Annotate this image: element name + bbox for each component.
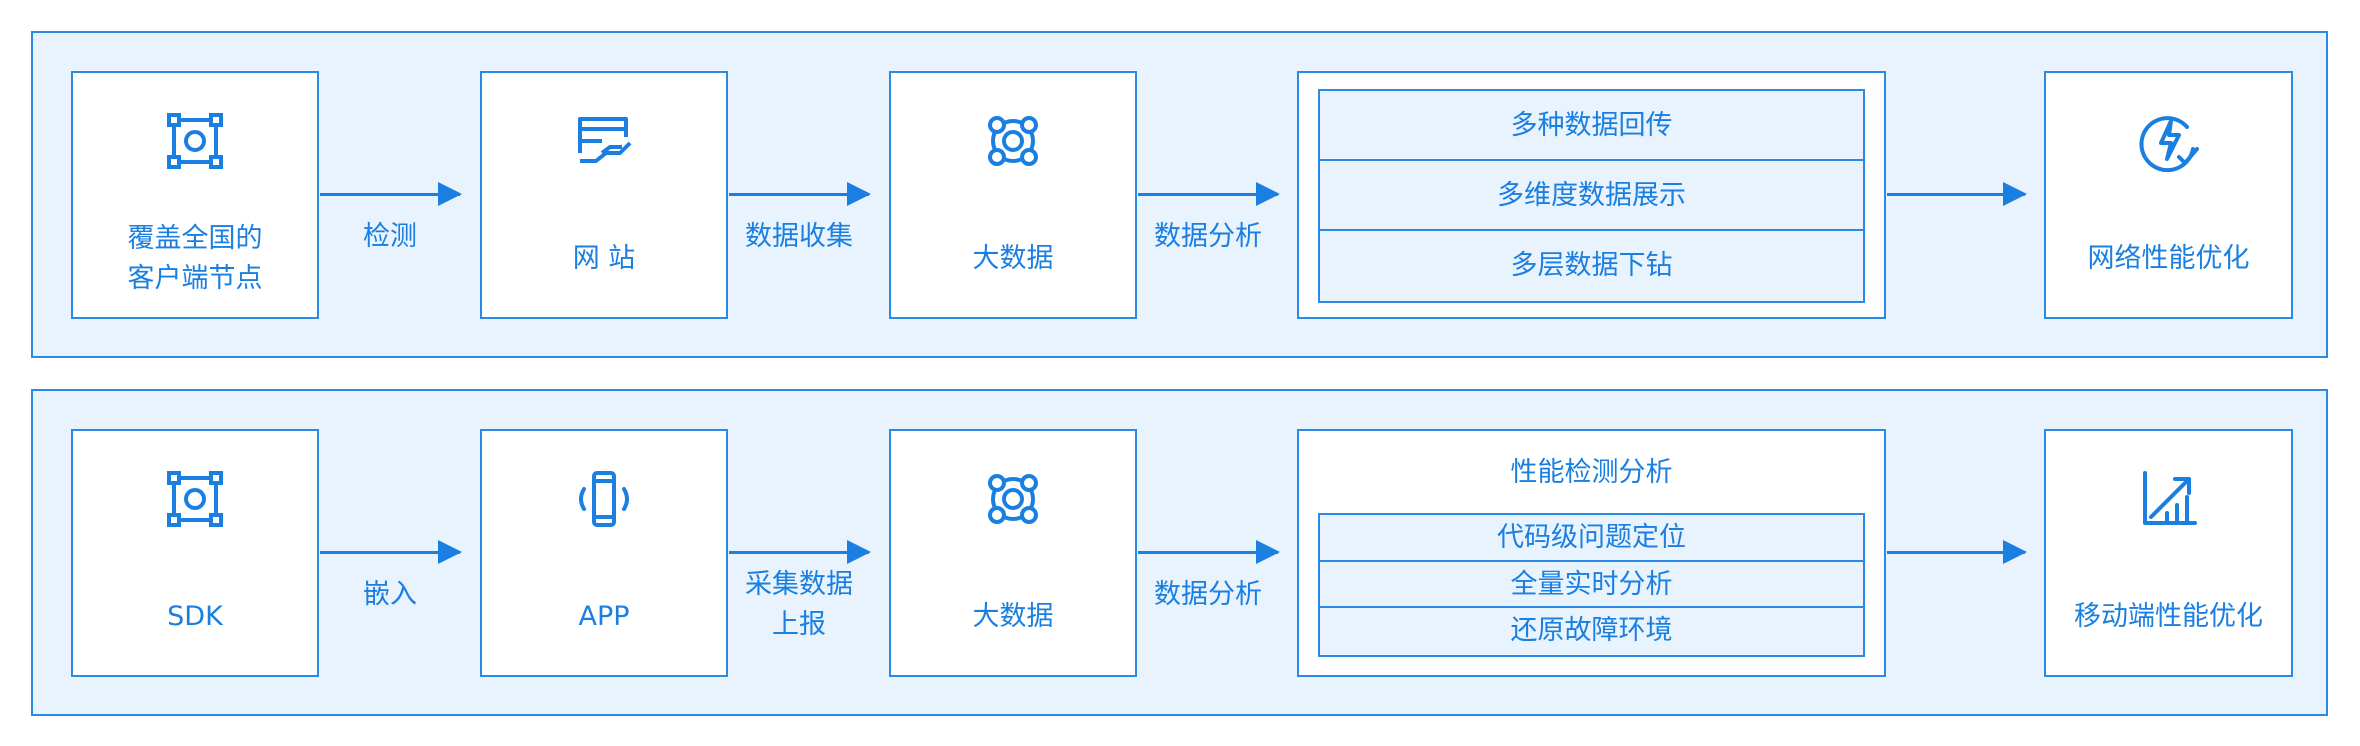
flow-arrow bbox=[1138, 540, 1280, 564]
box-label: APP bbox=[578, 601, 630, 632]
feature-item: 多维度数据展示 bbox=[1320, 161, 1863, 231]
feature-item: 全量实时分析 bbox=[1320, 562, 1863, 609]
feature-list: 多种数据回传 多维度数据展示 多层数据下钻 bbox=[1318, 89, 1865, 303]
node-frame-icon bbox=[163, 109, 227, 173]
big-data-ring-icon bbox=[981, 109, 1045, 173]
feature-item: 代码级问题定位 bbox=[1320, 515, 1863, 562]
arrow-label: 嵌入 bbox=[363, 579, 417, 610]
box-label: 网络性能优化 bbox=[2087, 243, 2250, 274]
box-label: 网 站 bbox=[572, 243, 636, 274]
arrow-label: 数据分析 bbox=[1154, 579, 1262, 610]
feature-item: 还原故障环境 bbox=[1510, 615, 1673, 647]
client-nodes-box: 覆盖全国的 客户端节点 bbox=[71, 71, 319, 319]
mobile-phone-icon bbox=[572, 467, 636, 531]
feature-item: 多层数据下钻 bbox=[1510, 250, 1673, 281]
feature-list: 代码级问题定位 全量实时分析 还原故障环境 bbox=[1318, 513, 1865, 657]
flow-arrow bbox=[320, 540, 462, 564]
flow-arrow bbox=[729, 540, 871, 564]
flow-arrow bbox=[1887, 182, 2027, 206]
arrow-label: 检测 bbox=[363, 221, 417, 252]
analysis-features-box: 多种数据回传 多维度数据展示 多层数据下钻 bbox=[1297, 71, 1886, 319]
app-box: APP bbox=[480, 429, 728, 677]
box-label: 大数据 bbox=[972, 601, 1054, 632]
box-label: 覆盖全国的 客户端节点 bbox=[127, 223, 263, 294]
box-label: SDK bbox=[167, 601, 223, 632]
node-frame-icon bbox=[163, 467, 227, 531]
arrow-label: 数据收集 bbox=[745, 221, 853, 252]
network-optimization-box: 网络性能优化 bbox=[2044, 71, 2293, 319]
lightning-check-icon bbox=[2137, 109, 2201, 173]
big-data-box: 大数据 bbox=[889, 429, 1137, 677]
flow-arrow bbox=[1887, 540, 2027, 564]
mobile-optimization-box: 移动端性能优化 bbox=[2044, 429, 2293, 677]
box-label: 移动端性能优化 bbox=[2074, 601, 2263, 632]
performance-analysis-box: 性能检测分析 代码级问题定位 全量实时分析 还原故障环境 bbox=[1297, 429, 1886, 677]
flow-arrow bbox=[729, 182, 871, 206]
mobile-flow-row: SDK 嵌入 APP 采集数据 上报 大数据 数据分析 性能检测分析 代 bbox=[31, 389, 2328, 716]
arrow-label: 采集数据 上报 bbox=[745, 569, 853, 640]
web-flow-row: 覆盖全国的 客户端节点 检测 网 站 数据收集 大数据 数据分析 bbox=[31, 31, 2328, 358]
website-hand-icon bbox=[572, 109, 636, 173]
flow-arrow bbox=[1138, 182, 1280, 206]
growth-chart-icon bbox=[2137, 467, 2201, 531]
sdk-box: SDK bbox=[71, 429, 319, 677]
analysis-title: 性能检测分析 bbox=[1510, 457, 1673, 488]
flow-arrow bbox=[320, 182, 462, 206]
website-box: 网 站 bbox=[480, 71, 728, 319]
box-label: 大数据 bbox=[972, 243, 1054, 274]
big-data-ring-icon bbox=[981, 467, 1045, 531]
arrow-label: 数据分析 bbox=[1154, 221, 1262, 252]
feature-item: 多种数据回传 bbox=[1320, 91, 1863, 161]
big-data-box: 大数据 bbox=[889, 71, 1137, 319]
